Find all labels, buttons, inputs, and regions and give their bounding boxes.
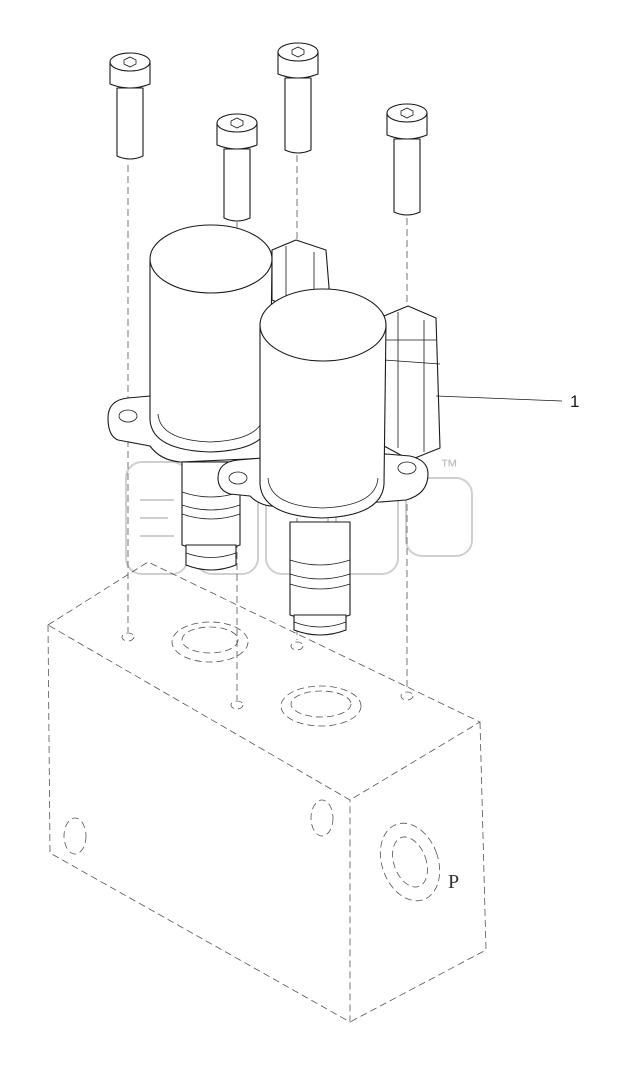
solenoid-valve-front <box>217 288 441 636</box>
callout-1: 1 <box>435 392 579 411</box>
bolt-3 <box>216 113 258 222</box>
trademark-symbol: ™ <box>440 456 458 476</box>
bolt-2 <box>277 42 319 154</box>
valve-block: P <box>47 561 487 1023</box>
bolt-1 <box>109 52 151 160</box>
port-p-label: P <box>448 871 459 893</box>
bolt-4 <box>386 103 428 216</box>
callout-number: 1 <box>570 392 579 411</box>
solenoid-valve-rear <box>107 224 331 571</box>
